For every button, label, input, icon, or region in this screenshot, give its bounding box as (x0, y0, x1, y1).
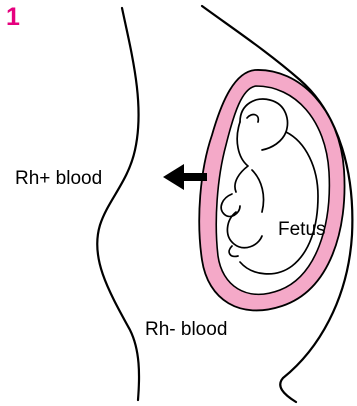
rh-negative-label: Rh- blood (145, 319, 227, 341)
mother-body-outline (97, 8, 139, 400)
step-number: 1 (6, 2, 20, 32)
rh-positive-label: Rh+ blood (15, 168, 102, 190)
fetus-label: Fetus (278, 219, 326, 241)
